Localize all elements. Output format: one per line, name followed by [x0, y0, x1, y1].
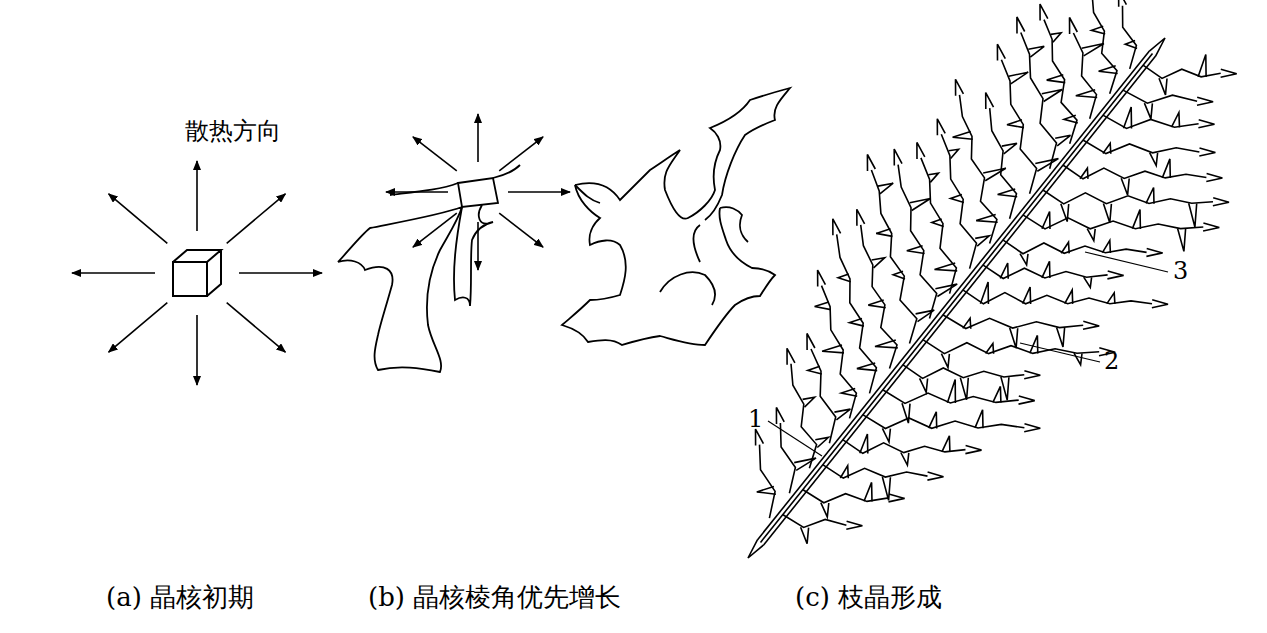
callout-number: 2 — [1104, 348, 1119, 374]
nucleus-cube — [173, 250, 221, 296]
growing-nucleus — [338, 165, 520, 372]
leader-line — [768, 252, 1168, 456]
heat-arrows — [386, 114, 570, 270]
dendrite — [748, 0, 1237, 558]
caption: (b) 晶核棱角优先增长 — [368, 583, 621, 612]
caption: (c) 枝晶形成 — [795, 583, 942, 612]
heat-arrows — [72, 161, 322, 385]
growing-nucleus — [562, 88, 790, 345]
direction-label: 散热方向 — [185, 118, 281, 144]
callout-number: 3 — [1173, 258, 1188, 284]
caption: (a) 晶核初期 — [106, 583, 254, 612]
callout-number: 1 — [748, 406, 763, 432]
